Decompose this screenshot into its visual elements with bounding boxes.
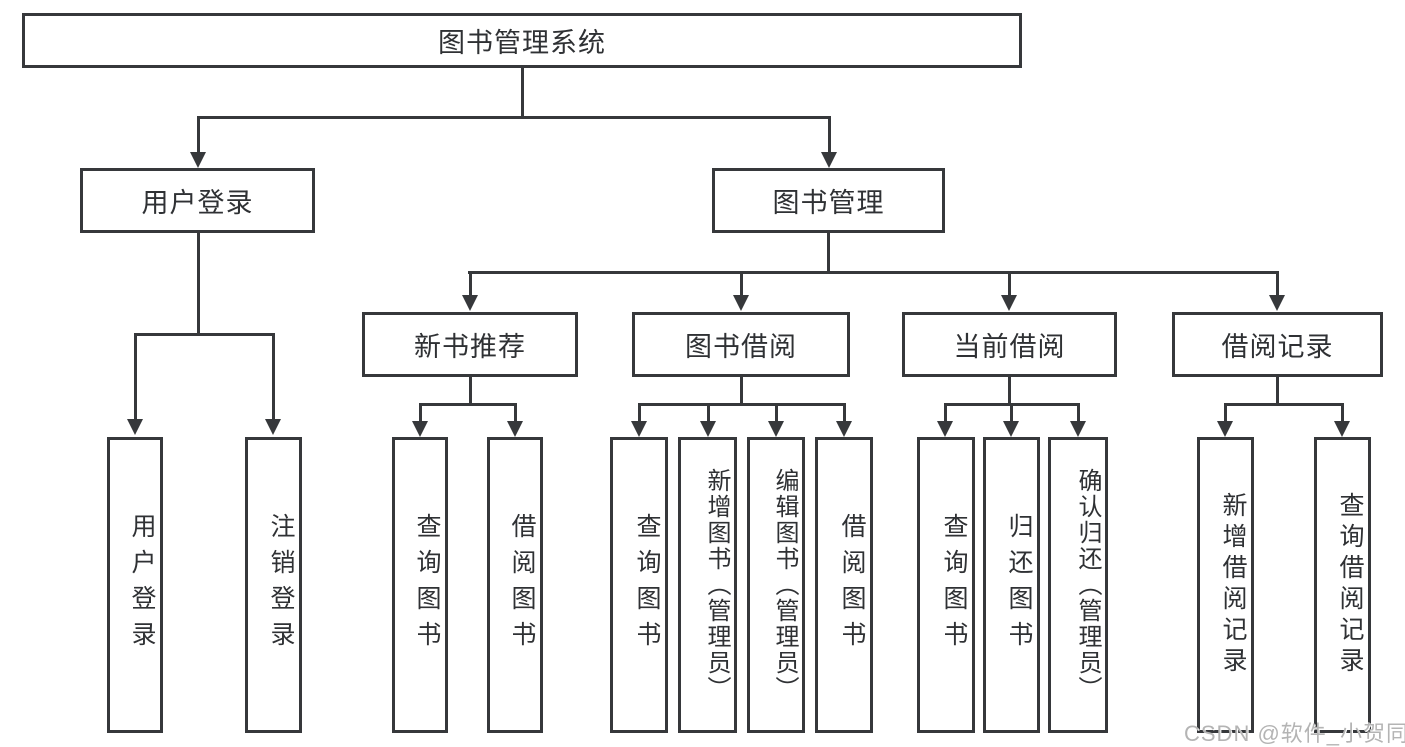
- leaf-recommend-query-books-label: 查询图书: [413, 513, 441, 657]
- node-new-book-recommend: 新书推荐: [362, 312, 578, 377]
- arrow-down-icon: [1001, 295, 1017, 311]
- connector-user-login-stem: [197, 233, 200, 335]
- leaf-add-borrow-record: 新增借阅记录: [1197, 437, 1254, 733]
- connector-user-login-rail: [134, 333, 275, 336]
- connector-records-rail: [1224, 403, 1344, 406]
- connector-borrow-stem: [740, 375, 743, 406]
- leaf-user-login-label: 用户登录: [128, 513, 156, 657]
- arrow-down-icon: [1269, 295, 1285, 311]
- connector-arrow-shaft: [843, 403, 846, 423]
- node-user-login: 用户登录: [80, 168, 315, 233]
- arrow-down-icon: [127, 419, 143, 435]
- leaf-borrowing-borrow-books-label: 借阅图书: [838, 513, 866, 657]
- connector-book-mgmt-rail: [468, 271, 1279, 274]
- arrow-down-icon: [190, 152, 206, 168]
- node-book-management-label: 图书管理: [772, 188, 885, 218]
- connector-arrow-shaft: [1341, 403, 1344, 423]
- connector-arrow-shaft: [638, 403, 641, 423]
- connector-arrow-shaft: [944, 403, 947, 423]
- leaf-current-query-books-label: 查询图书: [940, 513, 968, 657]
- leaf-borrowing-query-books: 查询图书: [610, 437, 668, 733]
- connector-arrow-shaft: [1077, 403, 1080, 423]
- node-book-management: 图书管理: [712, 168, 945, 233]
- connector-arrow-shaft: [1010, 403, 1013, 423]
- node-user-login-label: 用户登录: [141, 188, 254, 218]
- leaf-current-query-books: 查询图书: [917, 437, 975, 733]
- connector-borrow-rail: [638, 403, 846, 406]
- leaf-logout: 注销登录: [245, 437, 302, 733]
- leaf-return-books-label: 归还图书: [1005, 513, 1033, 657]
- csdn-watermark: CSDN @软件_小贺同学: [1184, 721, 1405, 746]
- node-new-book-recommend-label: 新书推荐: [414, 332, 526, 362]
- arrow-down-icon: [821, 152, 837, 168]
- connector-arrow-user-login-shaft: [197, 116, 200, 154]
- connector-book-mgmt-stem: [827, 233, 830, 274]
- node-borrow-records-label: 借阅记录: [1221, 332, 1334, 362]
- arrow-down-icon: [937, 421, 953, 437]
- arrow-down-icon: [265, 419, 281, 435]
- connector-arrow-leaf-login-shaft: [134, 333, 137, 421]
- node-library-system: 图书管理系统: [22, 13, 1022, 68]
- leaf-recommend-borrow-books-label: 借阅图书: [508, 513, 536, 657]
- leaf-confirm-return-admin-label: 确认归还（管理员）: [1074, 468, 1101, 702]
- leaf-add-books-admin-label: 新增图书（管理员）: [703, 468, 730, 702]
- connector-arrow-leaf-logout-shaft: [272, 333, 275, 421]
- leaf-edit-books-admin-label: 编辑图书（管理员）: [771, 468, 798, 702]
- node-current-borrowing: 当前借阅: [902, 312, 1117, 377]
- connector-arrow-current-shaft: [1008, 271, 1011, 297]
- connector-records-stem: [1276, 375, 1279, 406]
- connector-arrow-records-shaft: [1276, 271, 1279, 297]
- arrow-down-icon: [507, 421, 523, 437]
- leaf-query-borrow-record-label: 查询借阅记录: [1336, 492, 1364, 678]
- node-borrow-records: 借阅记录: [1172, 312, 1383, 377]
- connector-arrow-book-mgmt-shaft: [828, 116, 831, 154]
- connector-arrow-shaft: [775, 403, 778, 423]
- arrow-down-icon: [836, 421, 852, 437]
- leaf-edit-books-admin: 编辑图书（管理员）: [747, 437, 805, 733]
- leaf-recommend-query-books: 查询图书: [392, 437, 448, 733]
- arrow-down-icon: [700, 421, 716, 437]
- node-book-borrowing: 图书借阅: [632, 312, 850, 377]
- node-library-system-label: 图书管理系统: [438, 28, 606, 58]
- connector-arrow-shaft: [1224, 403, 1227, 423]
- arrow-down-icon: [1217, 421, 1233, 437]
- arrow-down-icon: [462, 295, 478, 311]
- leaf-borrowing-borrow-books: 借阅图书: [815, 437, 873, 733]
- leaf-logout-label: 注销登录: [267, 513, 295, 657]
- node-book-borrowing-label: 图书借阅: [685, 332, 797, 362]
- connector-current-stem: [1008, 375, 1011, 406]
- leaf-query-borrow-record: 查询借阅记录: [1314, 437, 1371, 733]
- leaf-user-login: 用户登录: [107, 437, 163, 733]
- connector-new-book-stem: [469, 375, 472, 406]
- connector-root-rail: [197, 116, 831, 119]
- connector-arrow-shaft: [514, 403, 517, 423]
- arrow-down-icon: [1070, 421, 1086, 437]
- connector-arrow-borrow-shaft: [740, 271, 743, 297]
- leaf-confirm-return-admin: 确认归还（管理员）: [1048, 437, 1108, 733]
- leaf-borrowing-query-books-label: 查询图书: [633, 513, 661, 657]
- node-current-borrowing-label: 当前借阅: [953, 332, 1066, 362]
- arrow-down-icon: [631, 421, 647, 437]
- leaf-add-books-admin: 新增图书（管理员）: [678, 437, 737, 733]
- connector-root-stem: [521, 67, 524, 118]
- leaf-return-books: 归还图书: [983, 437, 1040, 733]
- leaf-add-borrow-record-label: 新增借阅记录: [1219, 492, 1247, 678]
- arrow-down-icon: [768, 421, 784, 437]
- connector-arrow-shaft: [419, 403, 422, 423]
- arrow-down-icon: [1003, 421, 1019, 437]
- arrow-down-icon: [733, 295, 749, 311]
- connector-arrow-new-book-shaft: [469, 271, 472, 297]
- connector-arrow-shaft: [707, 403, 710, 423]
- connector-new-book-rail: [419, 403, 517, 406]
- leaf-recommend-borrow-books: 借阅图书: [487, 437, 543, 733]
- arrow-down-icon: [412, 421, 428, 437]
- arrow-down-icon: [1334, 421, 1350, 437]
